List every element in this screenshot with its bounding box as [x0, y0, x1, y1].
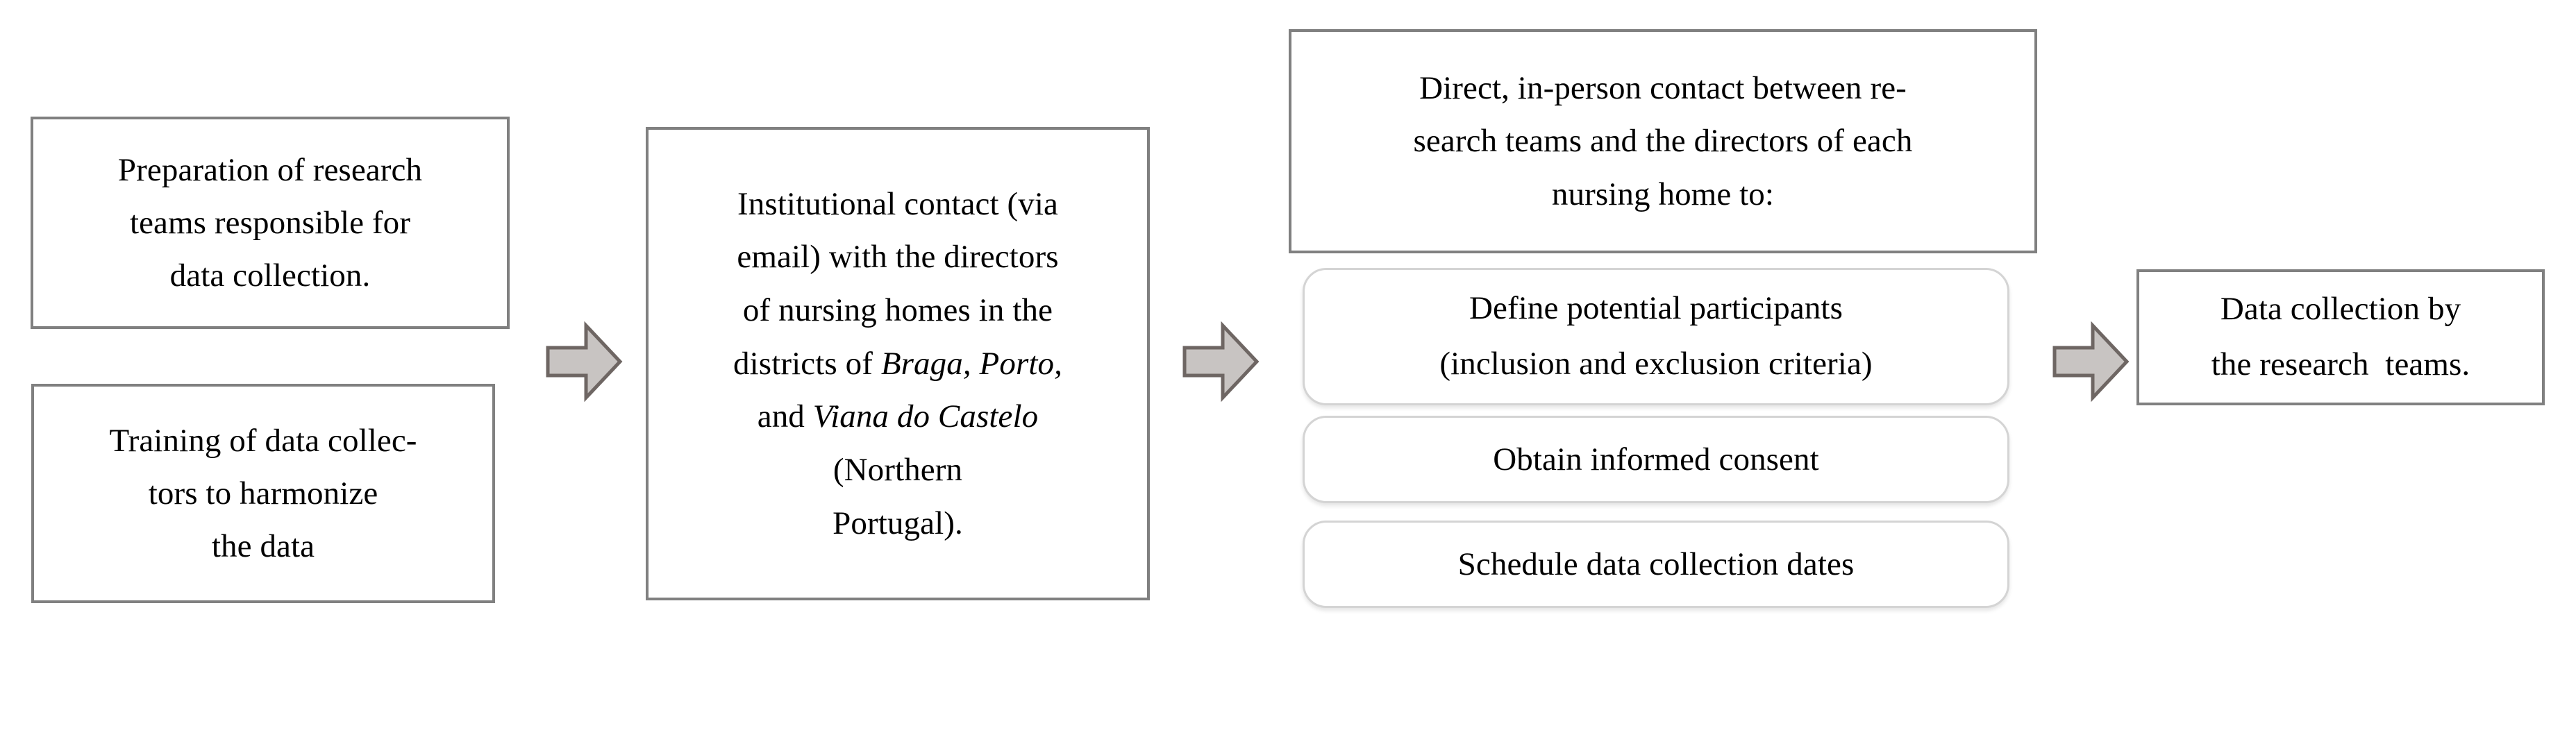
node-schedule-dates: Schedule data collection dates — [1303, 521, 2009, 608]
arrow-right-icon-1 — [545, 321, 623, 403]
node-training-label: Training of data collec-tors to harmoniz… — [109, 422, 417, 565]
node-direct-contact: Direct, in-person contact between re-sea… — [1289, 29, 2037, 253]
arrow-right-icon-3 — [2052, 321, 2130, 403]
node-define-participants-label: Define potential participants(inclusion … — [1439, 290, 1873, 382]
arrow-right-icon-2 — [1182, 321, 1260, 403]
node-training: Training of data collec-tors to harmoniz… — [31, 384, 495, 603]
node-direct-contact-label: Direct, in-person contact between re-sea… — [1413, 70, 1913, 212]
node-informed-consent-label: Obtain informed consent — [1493, 441, 1819, 478]
node-schedule-dates-label: Schedule data collection dates — [1457, 546, 1855, 582]
node-define-participants: Define potential participants(inclusion … — [1303, 268, 2009, 405]
node-informed-consent: Obtain informed consent — [1303, 416, 2009, 503]
